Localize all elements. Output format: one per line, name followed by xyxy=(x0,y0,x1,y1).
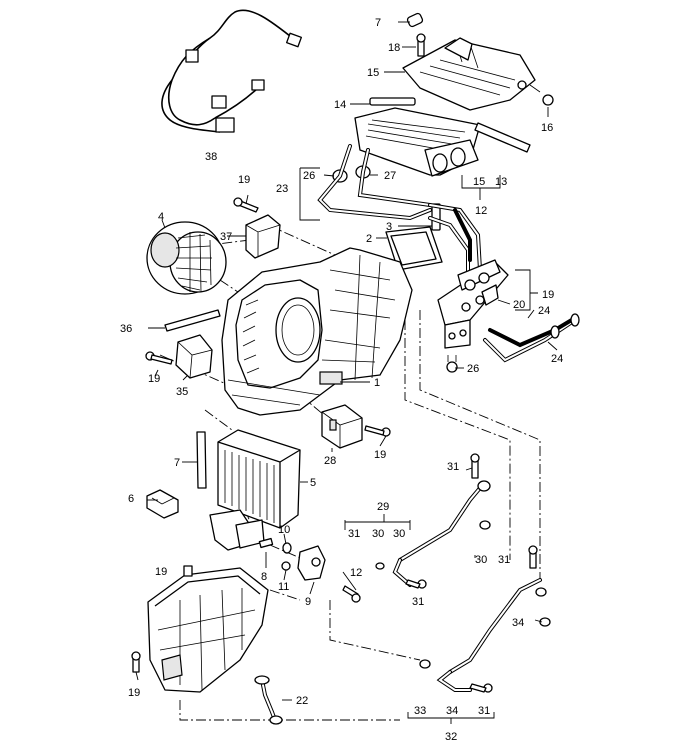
screw-25 xyxy=(446,355,458,373)
callout-25: 26 xyxy=(467,363,479,375)
screw-19-left-mid xyxy=(145,351,173,365)
resistor-37 xyxy=(245,214,281,259)
callout-34: 34 xyxy=(446,705,458,717)
callout-31: 31 xyxy=(412,596,424,608)
callout-33: 33 xyxy=(414,705,426,717)
callout-13: 12 xyxy=(475,205,487,217)
callout-35: 35 xyxy=(176,386,188,398)
callout-2: 2 xyxy=(366,233,372,245)
callout-23: 20 xyxy=(513,299,525,311)
callout-31: 31 xyxy=(498,554,510,566)
callout-3: 3 xyxy=(386,221,392,233)
hose-32 xyxy=(419,545,551,693)
callout-20: 19 xyxy=(155,566,167,578)
callout-19: 19 xyxy=(238,174,250,186)
callout-12: 12 xyxy=(350,567,362,579)
blower-4 xyxy=(146,221,227,295)
seal-strip-15 xyxy=(369,97,416,106)
wiring-harness-38 xyxy=(161,9,302,133)
callout-brackets xyxy=(299,167,538,724)
callout-30: 30 xyxy=(475,554,487,566)
callout-30: 30 xyxy=(393,528,405,540)
hose-28 xyxy=(375,453,491,589)
heater-core xyxy=(354,107,481,177)
refrigerant-pipes xyxy=(428,203,482,277)
actuator-35 xyxy=(175,334,213,379)
callout-22: 19 xyxy=(542,289,554,301)
callout-10: 10 xyxy=(278,524,290,536)
callout-labels: 7 18 15 16 14 15 13 12 38 19 23 26 27 3 … xyxy=(120,17,563,743)
callout-29: 30 xyxy=(372,528,384,540)
screw-19-left-top xyxy=(233,197,259,213)
callout-27: 28 xyxy=(324,455,336,467)
screw-19-top xyxy=(416,33,426,57)
callout-31: 31 xyxy=(348,528,360,540)
bracket-16 xyxy=(402,37,536,111)
callout-1: 1 xyxy=(374,377,380,389)
callout-16: 15 xyxy=(367,67,379,79)
callout-14: 13 xyxy=(495,176,507,188)
block-6 xyxy=(146,489,179,519)
rod-7 xyxy=(196,431,207,489)
callout-4: 4 xyxy=(158,211,164,223)
drain-hose-21 xyxy=(254,675,283,725)
callout-5: 5 xyxy=(310,477,316,489)
callout-19: 19 xyxy=(128,687,140,699)
callout-37: 37 xyxy=(220,231,232,243)
lower-housing-20 xyxy=(147,565,269,693)
callout-19: 19 xyxy=(148,373,160,385)
callout-19: 19 xyxy=(374,449,386,461)
callout-7: 7 xyxy=(174,457,180,469)
callout-11: 11 xyxy=(278,581,289,593)
callout-6: 6 xyxy=(128,493,134,505)
screw-19-bottom xyxy=(131,651,141,673)
callout-17: 16 xyxy=(541,122,553,134)
callout-24: 24 xyxy=(538,305,550,317)
callout-24: 24 xyxy=(551,353,563,365)
callout-28: 29 xyxy=(377,501,389,513)
leader-lines xyxy=(135,21,558,701)
fittings-8-11 xyxy=(209,509,361,603)
callout-38: 38 xyxy=(205,151,217,163)
callout-21: 22 xyxy=(296,695,308,707)
callout-36: 36 xyxy=(120,323,132,335)
callout-34: 34 xyxy=(512,617,524,629)
callout-19: 18 xyxy=(388,42,400,54)
pipes-24 xyxy=(483,313,580,363)
seal-strip-14 xyxy=(474,122,531,153)
callout-9: 9 xyxy=(305,596,311,608)
actuator-27 xyxy=(321,404,363,449)
callout-31: 31 xyxy=(478,705,490,717)
callout-32: 32 xyxy=(445,731,457,743)
callout-26: 26 xyxy=(303,170,315,182)
housing-1 xyxy=(221,247,413,416)
expansion-block-22 xyxy=(437,259,509,349)
screw-17 xyxy=(529,84,554,106)
callout-26: 27 xyxy=(384,170,396,182)
callout-31: 31 xyxy=(447,461,459,473)
callout-15: 15 xyxy=(473,176,485,188)
evaporator-5 xyxy=(217,429,301,529)
screw-19-right-mid xyxy=(364,425,391,437)
callout-15: 14 xyxy=(334,99,346,111)
clip-26 xyxy=(317,144,432,221)
valve-18 xyxy=(406,12,424,28)
callout-8: 8 xyxy=(261,571,267,583)
rod-36 xyxy=(164,309,221,332)
callout-24: 23 xyxy=(276,183,288,195)
callout-18: 7 xyxy=(375,17,381,29)
